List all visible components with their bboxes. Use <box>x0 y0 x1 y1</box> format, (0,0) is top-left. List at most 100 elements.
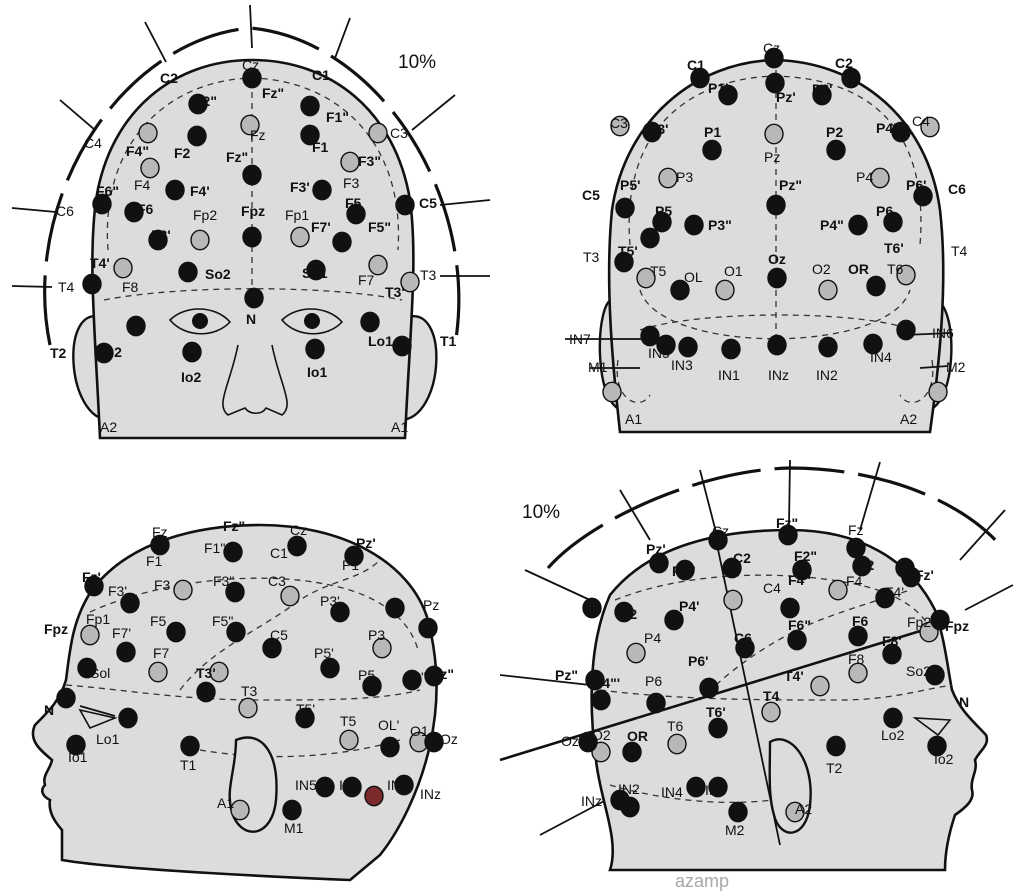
front-label-f2-dq: F2" <box>194 93 217 109</box>
right-label-f8-p: F8' <box>882 633 902 649</box>
right-label-f2: F2 <box>858 557 875 573</box>
right-tick-5 <box>965 585 1013 610</box>
front-electrode-b-252-175 <box>243 165 261 184</box>
front-label-f1: F1 <box>312 139 329 155</box>
left-label-n: N <box>44 702 54 718</box>
front-label-f5: F5 <box>345 195 362 211</box>
right-label-f8: F8 <box>848 651 865 667</box>
left-label-p1: P1 <box>387 599 404 615</box>
right-label-pz-p: Pz' <box>646 541 666 557</box>
left-electrode-b-297-546 <box>288 536 306 555</box>
front-label-f3: F3 <box>343 175 360 191</box>
back-electrode-b-712-150 <box>703 140 721 159</box>
left-label-f3-dq: F3" <box>213 573 234 589</box>
right-label-t4-p: T4' <box>784 668 804 684</box>
front-label-f8: F8 <box>122 279 139 295</box>
back-electrode-b-650-238 <box>641 228 659 247</box>
back-label-p5-p: P5' <box>620 177 640 193</box>
right-tick-0 <box>620 490 650 540</box>
left-label-f7-p: F7' <box>112 625 131 641</box>
right-label-t6: T6 <box>667 718 684 734</box>
back-label-pz-dq: Pz" <box>779 177 802 193</box>
front-label-f7: F7 <box>358 272 375 288</box>
right-label-or: OR <box>627 728 648 744</box>
back-electrode-b-836-150 <box>827 140 845 159</box>
front-percent-label: 10% <box>398 52 436 73</box>
back-view: C1CzC2P1'Pz'P2'C3C4P3'P1PzP2P4'P3P4P6'C5… <box>565 40 968 432</box>
left-electrode-b-330-668 <box>321 658 339 677</box>
back-electrode-g-880-178 <box>871 168 889 187</box>
front-tick-1 <box>12 286 52 287</box>
front-label-io1: Io1 <box>307 364 327 380</box>
front-label-fpz: Fpz <box>241 203 265 219</box>
front-electrode-b-175-190 <box>166 180 184 199</box>
front-electrode-b-197-136 <box>188 126 206 145</box>
back-electrode-b-851-78 <box>842 68 860 87</box>
left-label-o1: O1 <box>410 723 429 739</box>
back-label-p6: P6 <box>876 203 893 219</box>
front-label-c5: C5 <box>419 195 437 211</box>
left-label-f1: F1 <box>146 553 163 569</box>
front-label-c6: C6 <box>56 203 74 219</box>
front-label-lo1: Lo1 <box>368 333 393 349</box>
front-tick-8 <box>60 100 95 130</box>
left-label-in1: IN1 <box>387 777 409 793</box>
right-label-p6-p: P6' <box>688 653 708 669</box>
back-electrode-b-906-330 <box>897 320 915 339</box>
left-electrode-b-292-810 <box>283 800 301 819</box>
front-label-fp1: Fp1 <box>285 207 309 223</box>
right-label-f6: F6 <box>852 613 869 629</box>
right-label-fz-p: Fz' <box>915 567 934 583</box>
left-label-p3: P3 <box>368 627 385 643</box>
front-electrode-g-300-237 <box>291 227 309 246</box>
watermark: azamp <box>675 871 729 891</box>
left-label-a1: A1 <box>217 795 234 811</box>
front-electrode-b-405-205 <box>396 195 414 214</box>
right-label-p4-dq-p: P4"' <box>593 675 620 691</box>
left-profile-view: FzFz"CzF1"C1Pz'F1P1'Fz'F3'F3F3"C3FpzFp1P… <box>33 518 458 880</box>
back-electrode-b-777-345 <box>768 335 786 354</box>
back-label-o2: O2 <box>812 261 831 277</box>
left-electrode-g-248-708 <box>239 698 257 717</box>
back-label-p1: P1 <box>704 124 721 140</box>
front-tick-4 <box>335 18 350 58</box>
right-percent-label: 10% <box>522 502 560 523</box>
back-label-c2: C2 <box>835 55 853 71</box>
right-electrode-b-630-807 <box>621 797 639 816</box>
front-label-io2: Io2 <box>181 369 201 385</box>
right-label-c6: C6 <box>734 630 752 646</box>
front-electrode-b-342-242 <box>333 232 351 251</box>
front-tick-0 <box>12 208 56 212</box>
front-label-a1: A1 <box>391 419 408 435</box>
back-label-c3: C3 <box>610 115 628 131</box>
left-label-fpz: Fpz <box>44 621 68 637</box>
right-label-t4: T4 <box>763 688 780 704</box>
front-label-f3-dq: F3" <box>358 153 381 169</box>
left-electrode-b-128-718 <box>119 708 137 727</box>
back-label-m1: M1 <box>588 359 608 375</box>
front-label-f4-p: F4' <box>190 183 210 199</box>
right-label-f4-dq: F4" <box>788 572 811 588</box>
left-label-f5: F5 <box>150 613 167 629</box>
right-electrode-b-718-728 <box>709 718 727 737</box>
left-label-t3: T3 <box>241 683 258 699</box>
back-electrode-b-828-347 <box>819 337 837 356</box>
front-label-f6: F6 <box>137 201 154 217</box>
front-label-lo2: Lo2 <box>97 344 122 360</box>
right-electrode-g-771-712 <box>762 702 780 721</box>
back-electrode-g-612-392 <box>603 382 621 401</box>
right-electrode-g-636-653 <box>627 643 645 662</box>
left-label-fz-dq: Fz" <box>223 518 245 534</box>
back-label-t3: T3 <box>583 249 600 265</box>
back-label-pz: Pz <box>764 149 780 165</box>
front-label-fp2: Fp2 <box>193 207 217 223</box>
right-label-m2: M2 <box>725 822 745 838</box>
back-label-t6-p: T6' <box>884 240 904 256</box>
back-label-pz-p: Pz' <box>776 89 796 105</box>
back-label-in7: IN7 <box>569 331 591 347</box>
back-label-in5: IN5 <box>648 345 670 361</box>
right-label-t6-p: T6' <box>706 704 726 720</box>
right-electrode-b-858-636 <box>849 626 867 645</box>
front-label-c4: C4 <box>84 135 102 151</box>
front-electrode-g-350-162 <box>341 152 359 171</box>
